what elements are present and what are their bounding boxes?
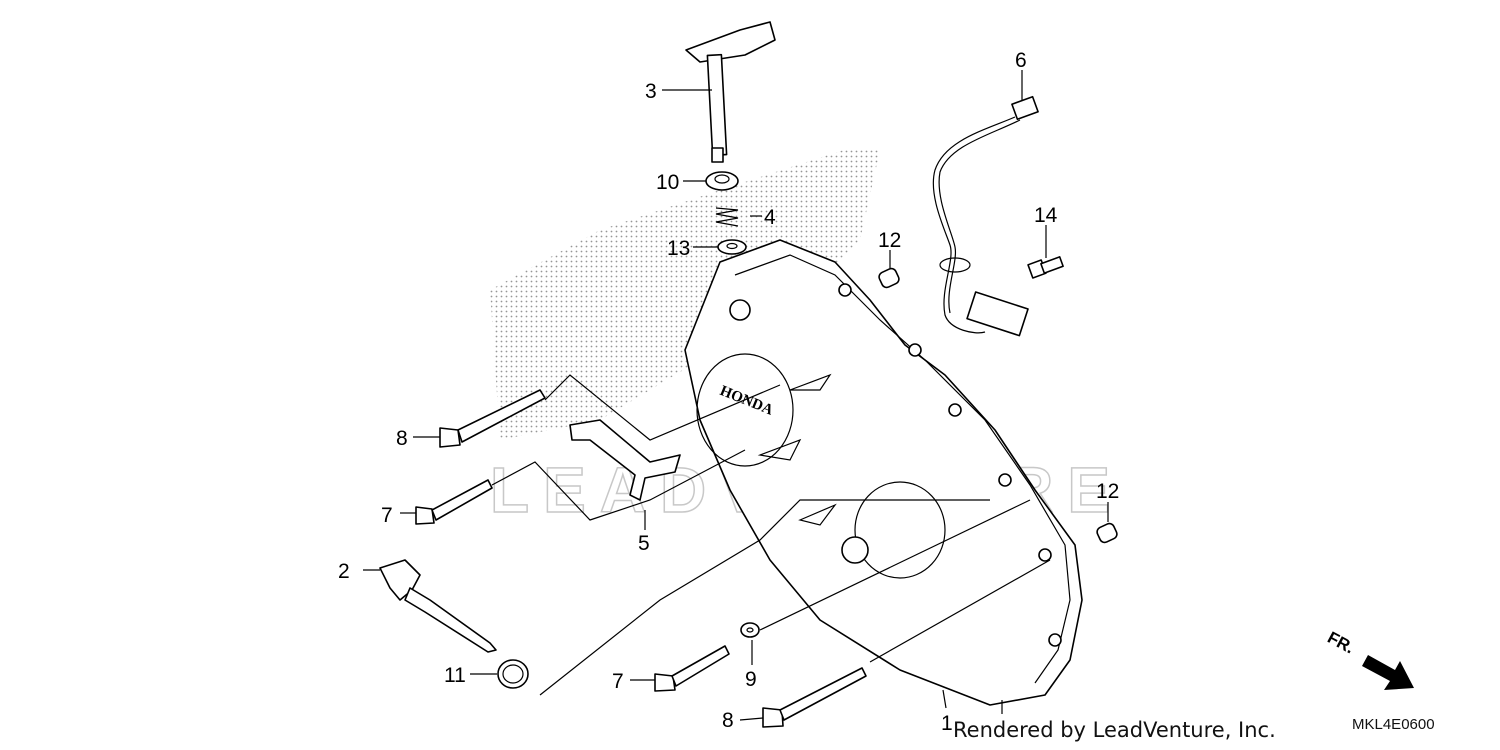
spring-part-4[interactable] xyxy=(715,207,739,227)
callout-10: 10 xyxy=(656,171,679,194)
callout-9: 9 xyxy=(745,668,757,691)
washer-part-13[interactable] xyxy=(717,239,747,255)
callout-1: 1 xyxy=(941,712,953,735)
callout-3: 3 xyxy=(645,80,657,103)
bolt-part-14[interactable] xyxy=(1027,256,1064,279)
fr-label: FR. xyxy=(1324,628,1357,658)
callout-2: 2 xyxy=(338,560,350,583)
bolt-part-7-lower[interactable] xyxy=(654,645,730,692)
callout-14: 14 xyxy=(1034,204,1058,227)
oil-seal-part-10[interactable] xyxy=(705,171,739,191)
diagram-code: MKL4E0600 xyxy=(1352,716,1435,733)
callout-7-lower: 7 xyxy=(612,670,624,693)
callout-8-upper: 8 xyxy=(396,427,408,450)
callout-13: 13 xyxy=(667,237,690,260)
callout-7-upper: 7 xyxy=(381,504,393,527)
callout-8-lower: 8 xyxy=(722,709,734,732)
callout-12-lower: 12 xyxy=(1096,480,1119,503)
bracket-part-5[interactable] xyxy=(569,419,681,501)
render-credit: Rendered by LeadVenture, Inc. xyxy=(953,718,1276,742)
dowel-pin-part-12-lower[interactable] xyxy=(1095,522,1118,544)
bolt-part-7-upper[interactable] xyxy=(415,479,493,525)
sensor-part-6[interactable] xyxy=(932,95,1039,337)
front-direction-indicator: FR. xyxy=(1324,628,1414,690)
shift-arm-part-3[interactable] xyxy=(685,21,776,163)
callout-4: 4 xyxy=(764,206,776,229)
engine-cover-part-1[interactable]: HONDA xyxy=(684,239,1083,706)
dowel-pin-part-12-upper[interactable] xyxy=(877,267,900,289)
flange-bolt-part-8-upper[interactable] xyxy=(439,389,546,448)
callout-12-upper: 12 xyxy=(878,229,901,252)
callout-labels: 1 2 3 4 5 6 7 7 8 8 9 10 11 12 12 13 14 xyxy=(338,49,1119,735)
leader-lines xyxy=(363,70,1109,721)
dipstick-part-2[interactable] xyxy=(379,559,497,653)
shading-area xyxy=(490,148,880,440)
callout-5: 5 xyxy=(638,532,650,555)
washer-part-9[interactable] xyxy=(740,622,760,638)
callout-11: 11 xyxy=(444,664,466,687)
o-ring-part-11[interactable] xyxy=(497,659,529,689)
front-arrow-icon xyxy=(1362,655,1414,690)
callout-6: 6 xyxy=(1015,49,1027,72)
flange-bolt-part-8-lower[interactable] xyxy=(762,667,867,728)
